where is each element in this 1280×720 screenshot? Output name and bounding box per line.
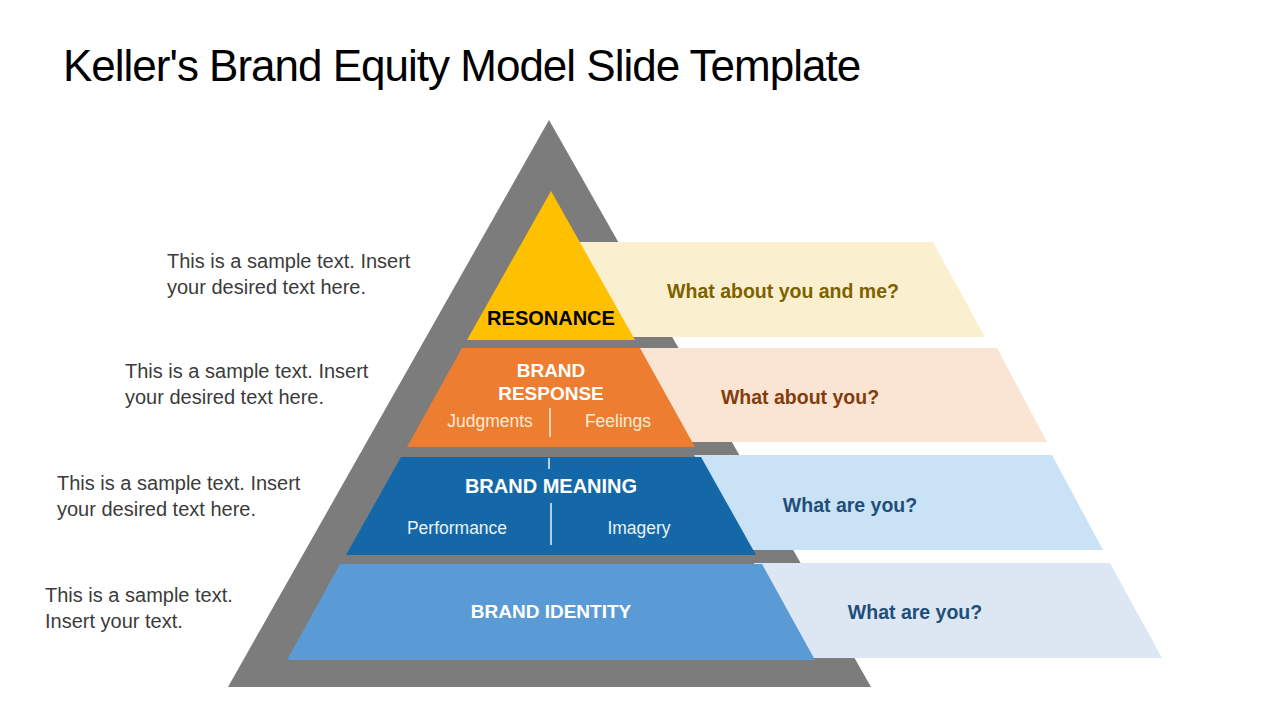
- callout-text-meaning: What are you?: [783, 493, 917, 517]
- side-note-2-line2: your desired text here.: [125, 384, 368, 410]
- side-note-3: This is a sample text. Insert your desir…: [57, 470, 300, 522]
- level-label-meaning: BRAND MEANING: [465, 475, 637, 498]
- callout-text-identity: What are you?: [848, 600, 982, 624]
- slide-title: Keller's Brand Equity Model Slide Templa…: [63, 40, 860, 92]
- level-label-response: BRAND RESPONSE: [476, 359, 626, 405]
- level-label-identity: BRAND IDENTITY: [471, 601, 631, 623]
- side-note-1: This is a sample text. Insert your desir…: [167, 248, 410, 300]
- side-note-4-line2: Insert your text.: [45, 608, 233, 634]
- side-note-1-line1: This is a sample text. Insert: [167, 248, 410, 274]
- level-label-resonance: RESONANCE: [487, 307, 615, 330]
- sub-label-imagery: Imagery: [607, 517, 670, 539]
- sub-label-feelings: Feelings: [585, 410, 651, 432]
- sub-label-judgments: Judgments: [447, 410, 533, 432]
- side-note-4: This is a sample text. Insert your text.: [45, 582, 233, 634]
- sub-label-performance: Performance: [407, 517, 507, 539]
- callout-text-response: What about you?: [721, 385, 879, 409]
- side-note-4-line1: This is a sample text.: [45, 582, 233, 608]
- side-note-1-line2: your desired text here.: [167, 274, 410, 300]
- side-note-3-line1: This is a sample text. Insert: [57, 470, 300, 496]
- side-note-2: This is a sample text. Insert your desir…: [125, 358, 368, 410]
- side-note-2-line1: This is a sample text. Insert: [125, 358, 368, 384]
- side-note-3-line2: your desired text here.: [57, 496, 300, 522]
- callout-text-resonance: What about you and me?: [667, 279, 899, 303]
